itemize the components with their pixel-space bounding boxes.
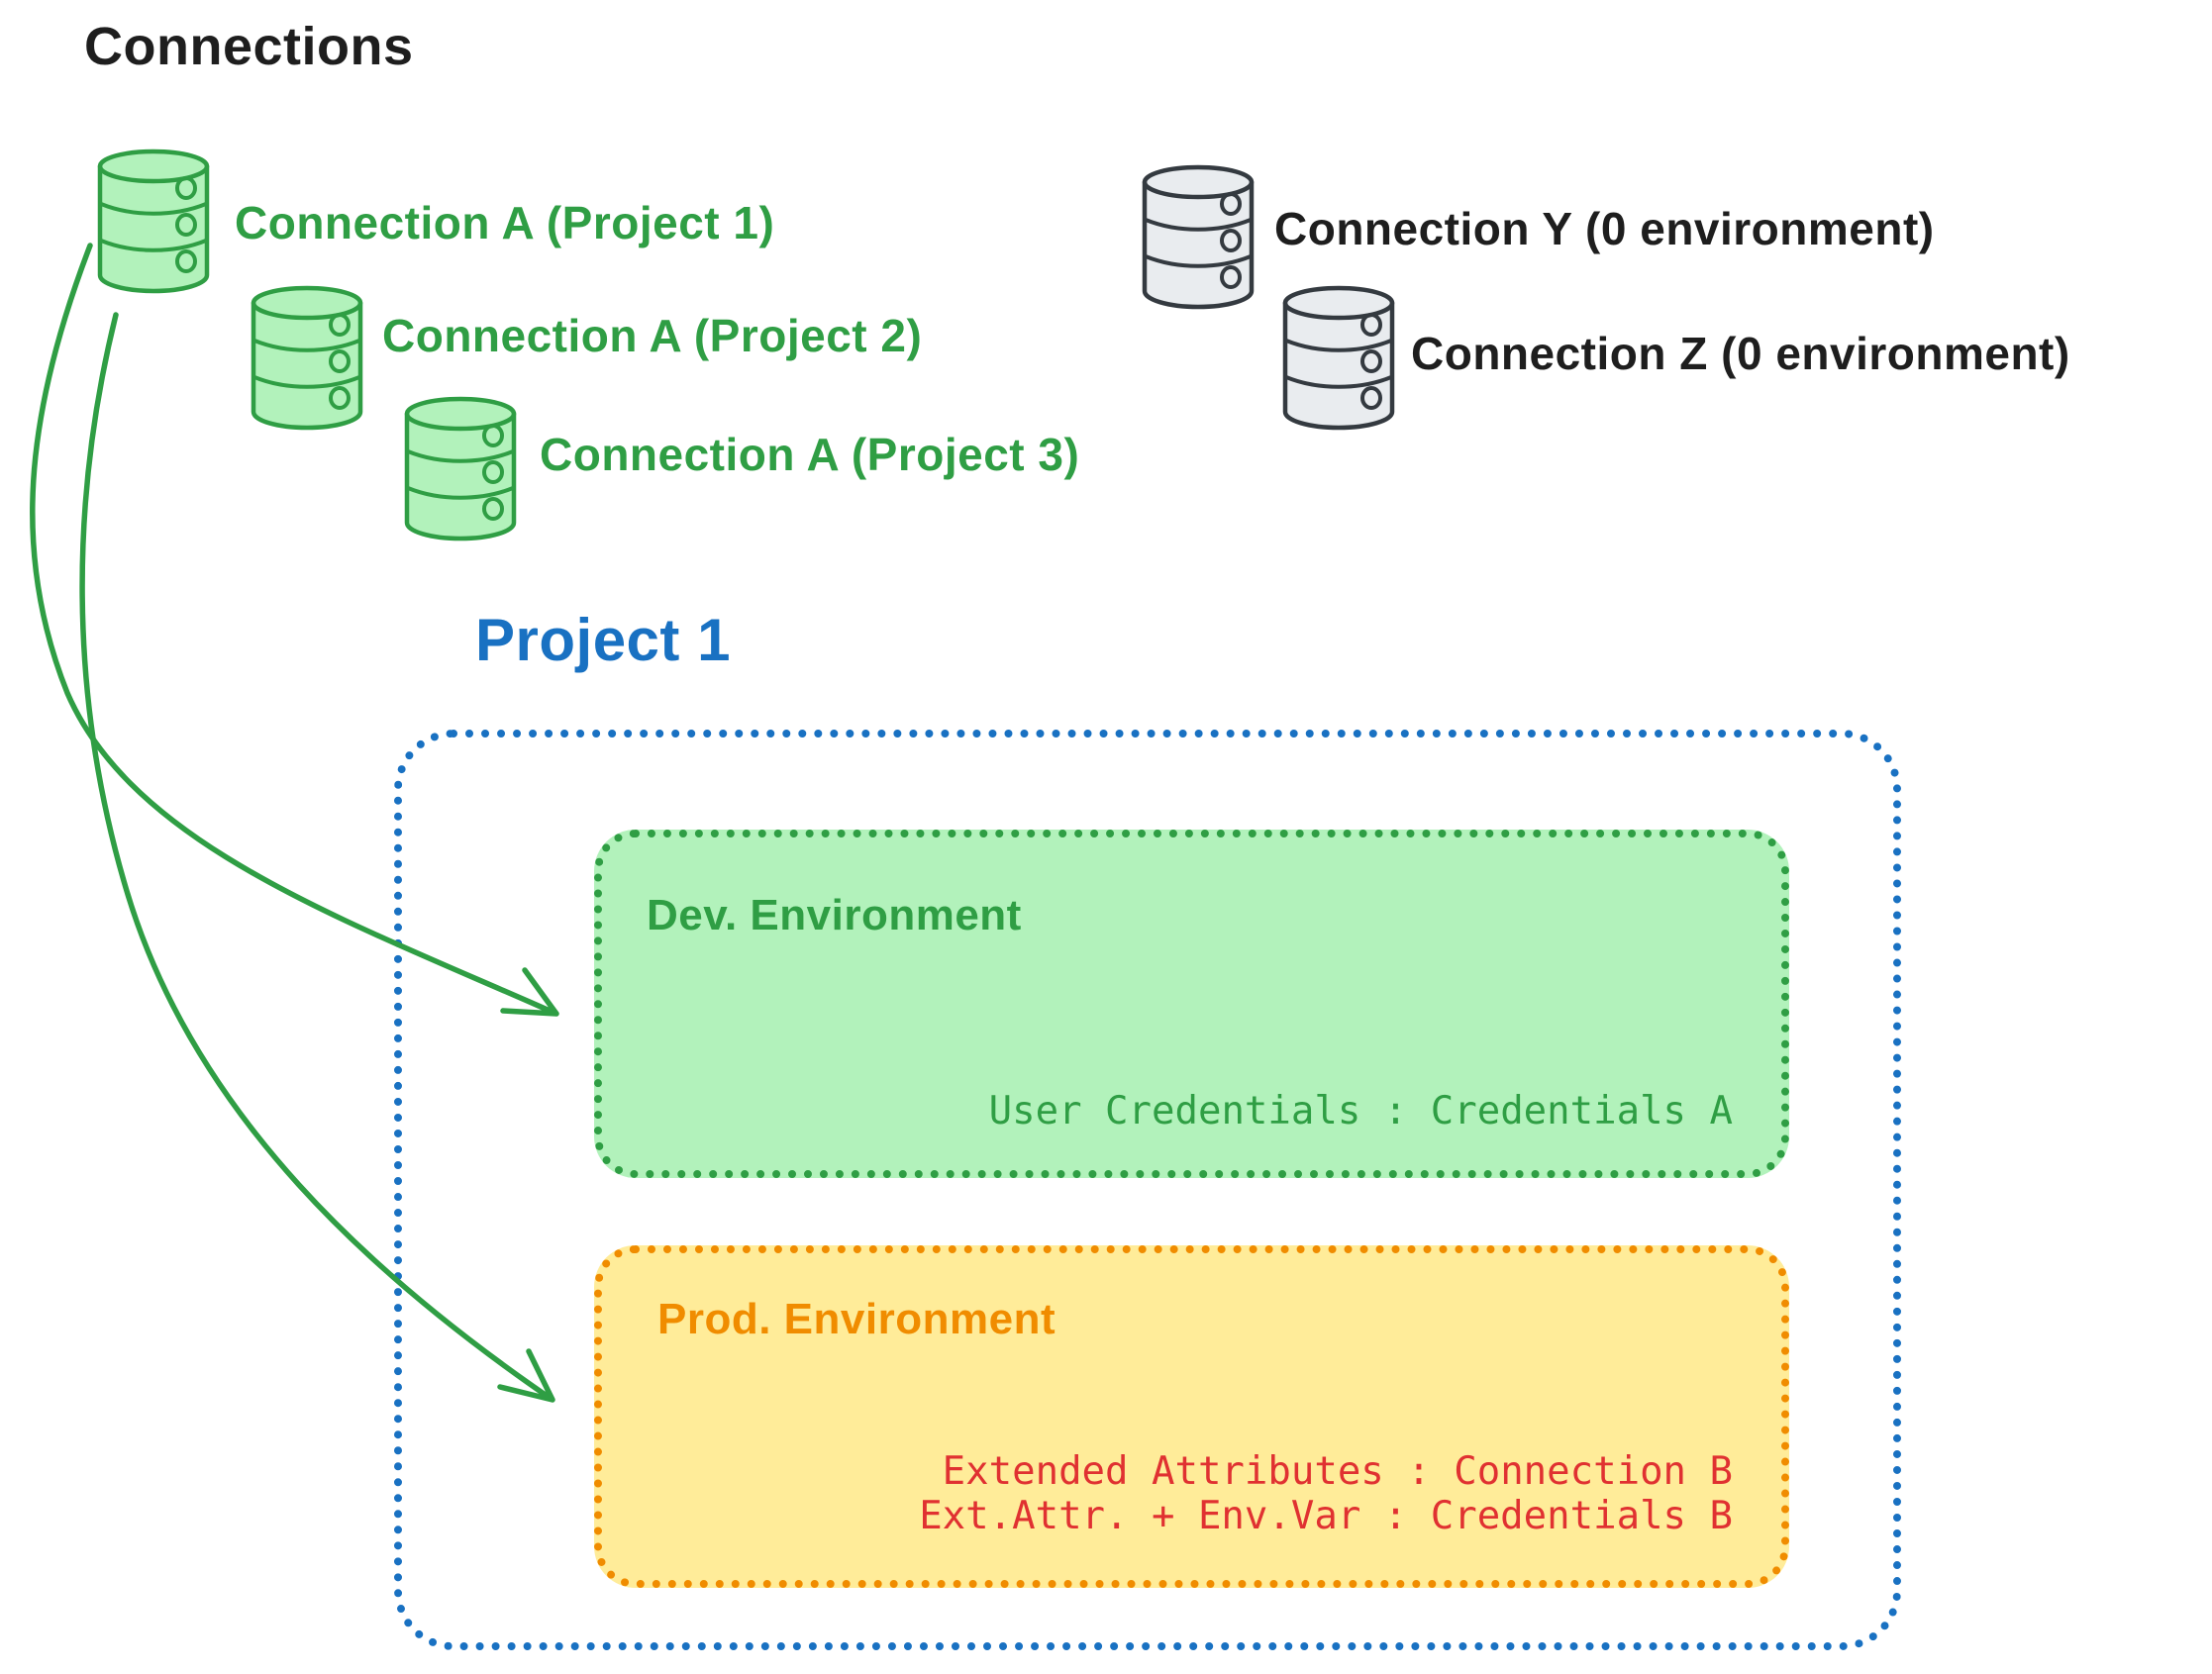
prod-attr-line2: Ext.Attr. + Env.Var : Credentials B bbox=[919, 1494, 1733, 1538]
connection-z-label: Connection Z (0 environment) bbox=[1411, 328, 2070, 379]
prod-credentials-text: Extended Attributes : Connection B Ext.A… bbox=[919, 1449, 1733, 1538]
connection-a-project1-label: Connection A (Project 1) bbox=[235, 197, 775, 248]
prod-environment-title: Prod. Environment bbox=[657, 1295, 1056, 1343]
database-icon bbox=[401, 396, 520, 542]
prod-attr-line1: Extended Attributes : Connection B bbox=[942, 1449, 1733, 1494]
dev-credentials-text: User Credentials : Credentials A bbox=[988, 1089, 1733, 1133]
project1-title: Project 1 bbox=[475, 607, 731, 673]
dev-environment-title: Dev. Environment bbox=[647, 891, 1022, 939]
connection-a-project2-label: Connection A (Project 2) bbox=[382, 310, 923, 361]
database-icon bbox=[1139, 164, 1257, 311]
database-icon bbox=[248, 285, 366, 432]
dev-environment-box bbox=[594, 830, 1789, 1178]
database-icon bbox=[1279, 285, 1398, 432]
connection-y-label: Connection Y (0 environment) bbox=[1274, 203, 1935, 254]
connection-a-project3-label: Connection A (Project 3) bbox=[540, 429, 1080, 480]
diagram-title: Connections bbox=[84, 17, 414, 76]
prod-environment-box bbox=[594, 1245, 1789, 1588]
database-icon bbox=[94, 148, 213, 295]
